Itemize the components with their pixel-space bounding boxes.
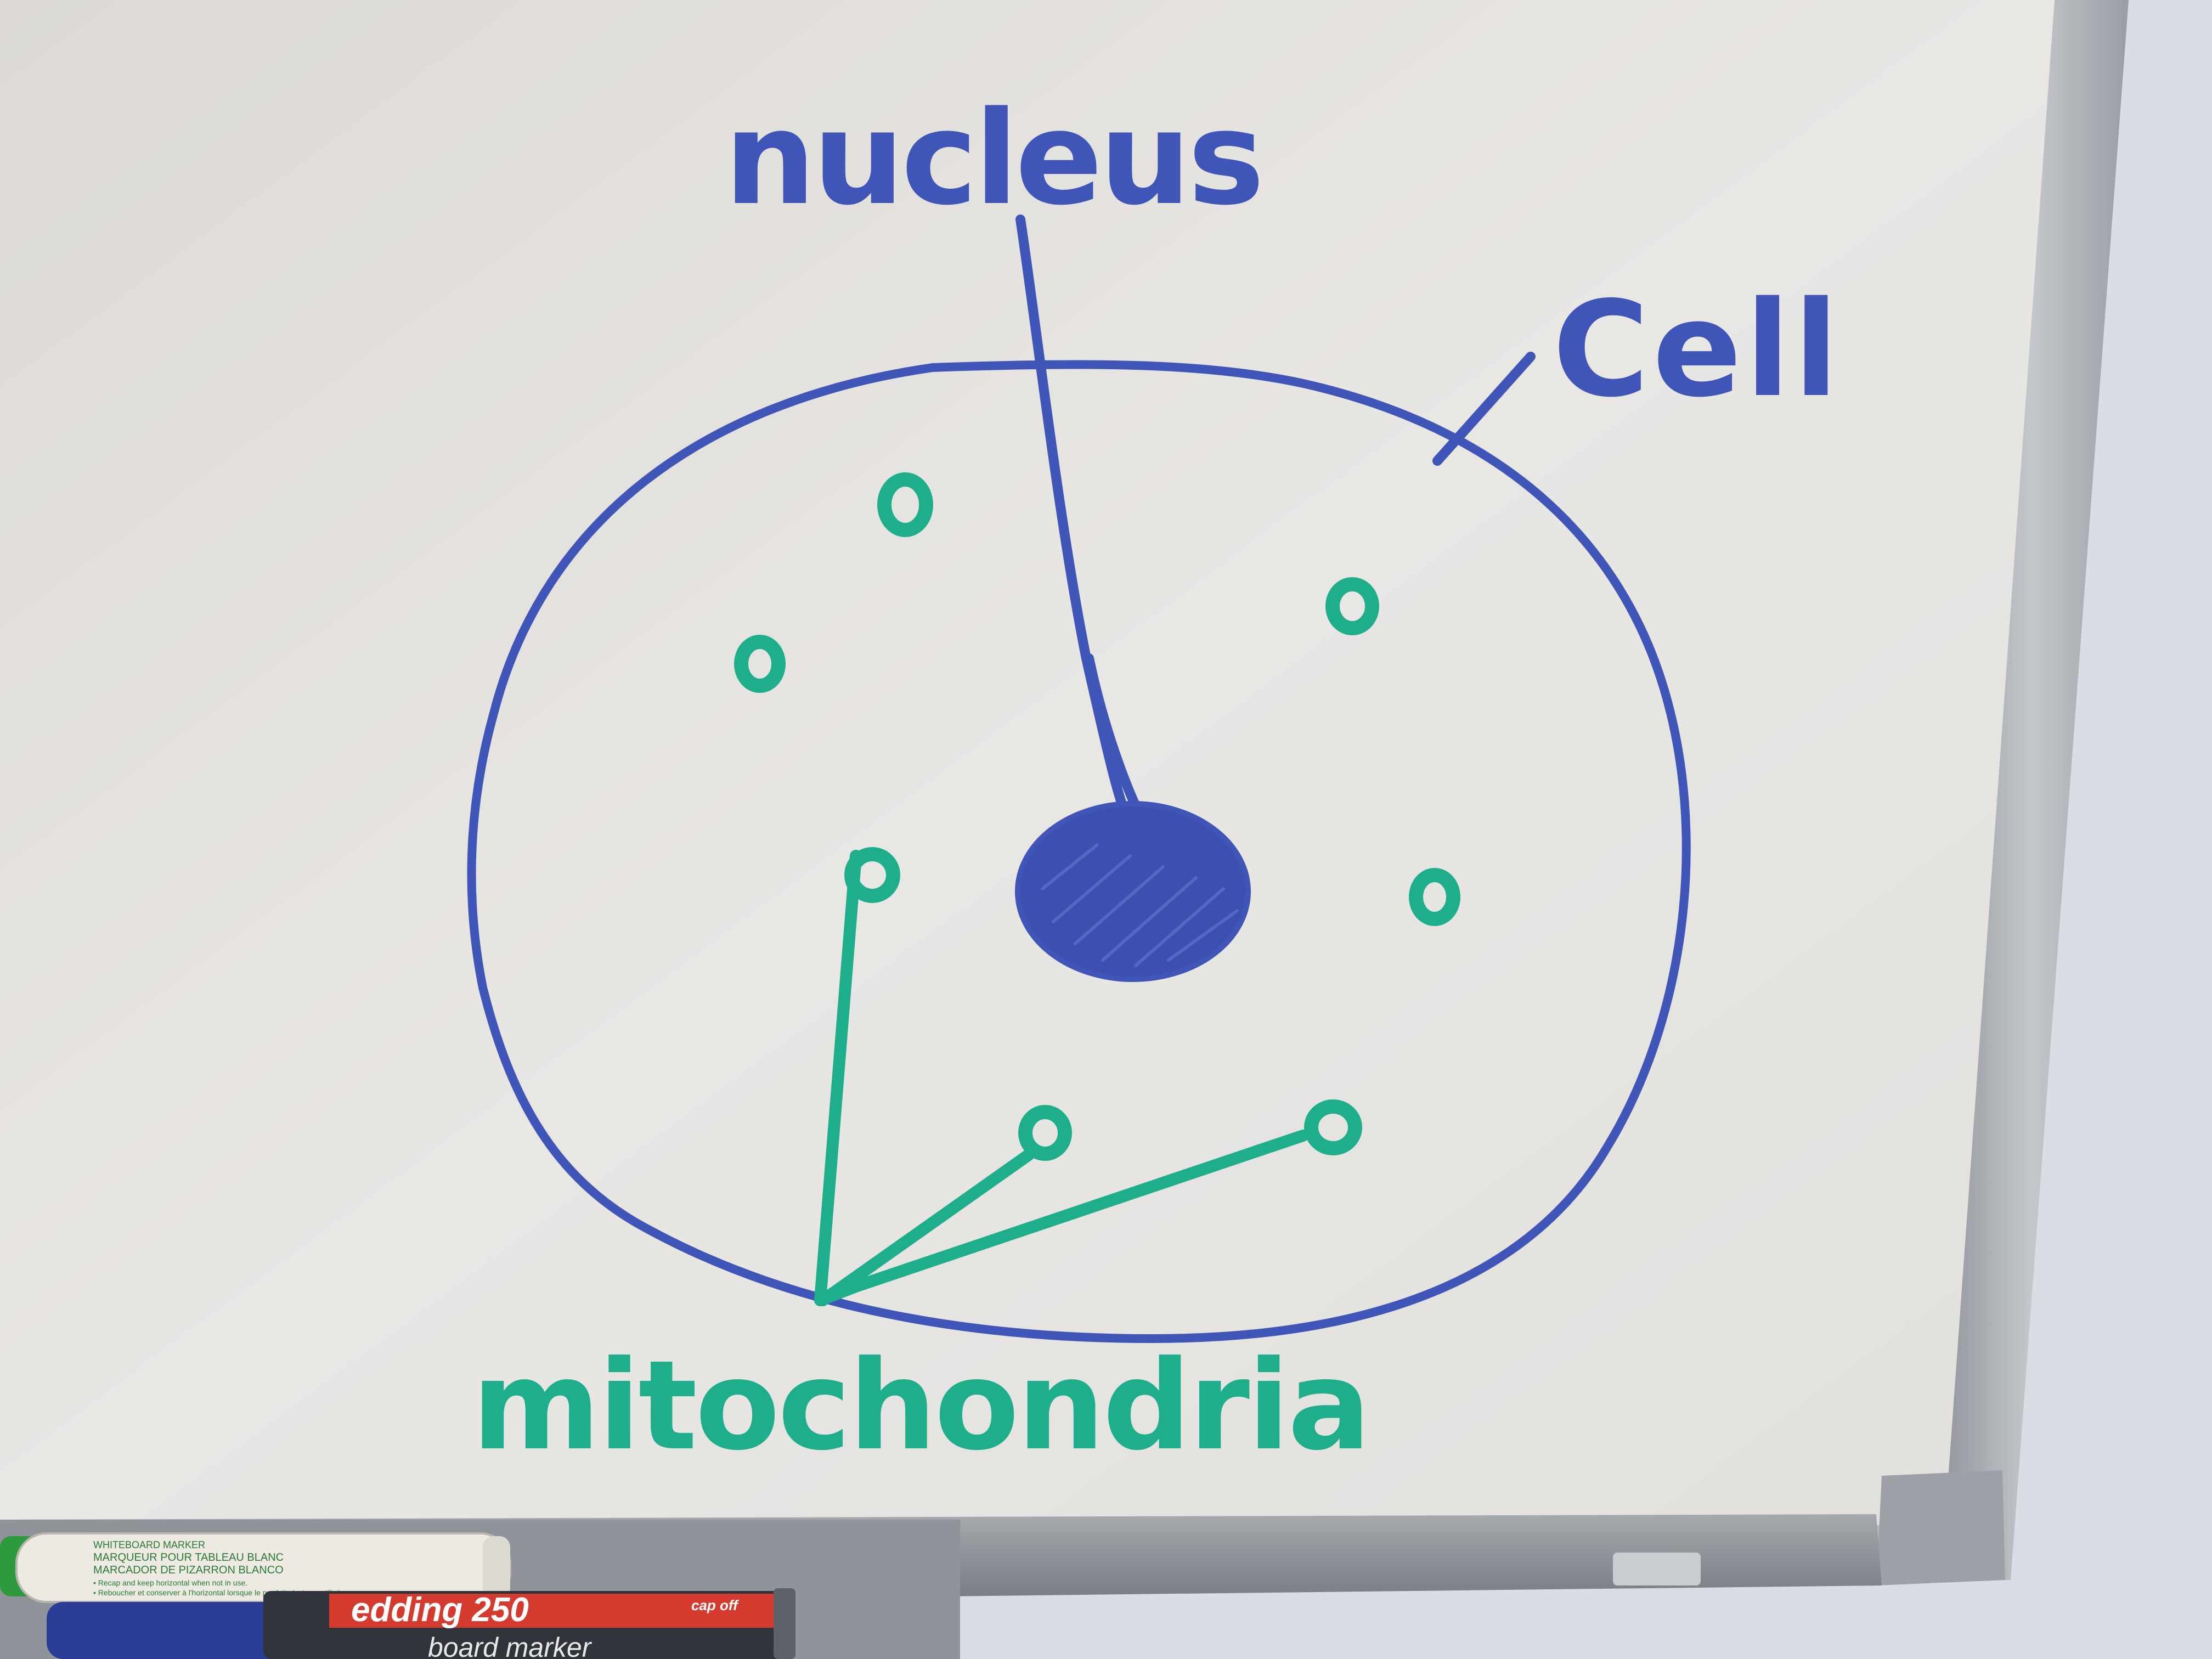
- mitochondria-pointer-line-1: [814, 850, 862, 1306]
- green-marker-text-4: • Recap and keep horizontal when not in …: [93, 1578, 247, 1587]
- green-marker-text-1: WHITEBOARD MARKER: [93, 1539, 205, 1550]
- mitochondrion-6: [1018, 1105, 1072, 1161]
- blue-marker-end: [774, 1588, 795, 1659]
- green-marker-text-3: MARCADOR DE PIZARRON BLANCO: [93, 1564, 284, 1576]
- blue-marker-cap: [47, 1602, 288, 1659]
- green-whiteboard-marker[interactable]: WHITEBOARD MARKER MARQUEUR POUR TABLEAU …: [0, 1532, 511, 1603]
- blue-marker-subtitle: board marker: [428, 1632, 592, 1659]
- green-marker-text-2: MARQUEUR POUR TABLEAU BLANC: [93, 1551, 284, 1564]
- cell-membrane-outline: [467, 360, 1691, 1343]
- mitochondrion-5: [1409, 868, 1460, 926]
- mitochondrion-2: [734, 635, 786, 693]
- board-surface: [0, 0, 2055, 1525]
- mitochondrion-7: [1304, 1099, 1362, 1155]
- mitochondria-pointer-line-2: [817, 1149, 1035, 1306]
- label-mitochondria: mitochondria: [472, 1334, 1369, 1478]
- label-cell: Cell: [1553, 273, 1842, 426]
- nucleus-shading: [1041, 843, 1239, 967]
- blue-marker-cap-off: cap off: [691, 1597, 739, 1613]
- green-marker-end: [483, 1536, 510, 1599]
- label-nucleus: nucleus: [724, 84, 1261, 234]
- mitochondria-pointer-line-3: [814, 1130, 1309, 1306]
- tray-clip: [1613, 1553, 1701, 1585]
- cell-pointer-line: [1432, 352, 1536, 466]
- board-frame: [1934, 0, 2129, 1580]
- blue-marker-brand: edding 250: [351, 1591, 529, 1629]
- blue-edding-marker[interactable]: edding 250 cap off board marker: [47, 1588, 795, 1659]
- mitochondrion-3: [1325, 577, 1379, 635]
- blue-marker-label-band: [329, 1594, 779, 1628]
- frame-corner-cap: [1876, 1470, 2005, 1585]
- mitochondrion-1: [877, 472, 933, 537]
